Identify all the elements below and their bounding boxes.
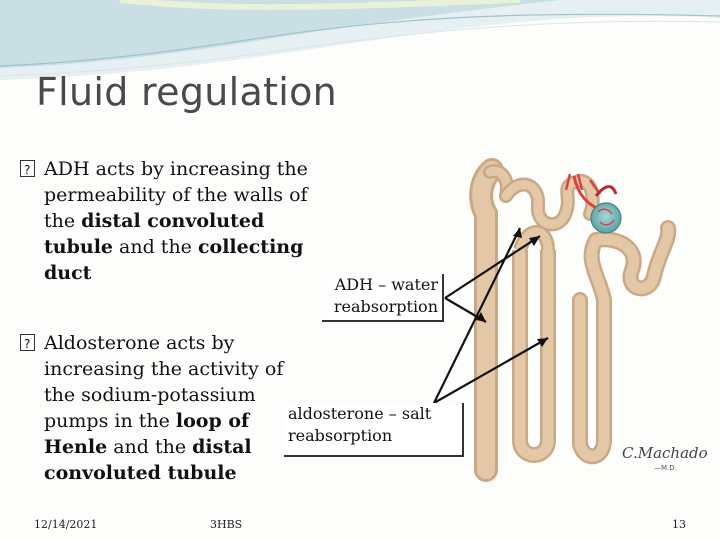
aldosterone-arrows [433, 227, 549, 404]
bullet-term-bold: distal convoluted [81, 210, 265, 232]
glomerulus [590, 202, 622, 234]
bullet-term-bold: distal [192, 436, 252, 458]
bullet-marker-icon [20, 157, 35, 183]
bullet-text: Aldosterone acts by [44, 332, 235, 354]
bullet-term-bold: loop of [175, 410, 250, 432]
slide-number: 13 [672, 518, 686, 531]
bullet-line: Aldosterone acts by [44, 330, 350, 356]
footer-center-text: 3HBS [210, 518, 243, 531]
bullet-text: pumps in the [44, 410, 176, 432]
bullet-item: ADH acts by increasing the permeability o… [20, 156, 350, 286]
bullet-line: increasing the activity of [44, 356, 350, 382]
bullet-line: Henle and the distal [44, 434, 350, 460]
bullet-item: Aldosterone acts by increasing the activi… [20, 330, 350, 486]
bullet-line: convoluted tubule [44, 460, 350, 486]
bullet-line: the sodium-potassium [44, 382, 350, 408]
bullet-list: ADH acts by increasing the permeability o… [20, 156, 350, 486]
bullet-line: duct [44, 260, 350, 286]
adh-callout-line-2: reabsorption [333, 297, 438, 316]
bullet-term-bold: Henle [44, 436, 108, 458]
aldosterone-callout-line-1: aldosterone – salt [288, 404, 432, 423]
aldosterone-callout: aldosterone – salt reabsorption [284, 403, 464, 457]
artist-signature: C.Machado [622, 444, 708, 462]
bullet-term-bold: tubule [44, 236, 113, 258]
bullet-line: the distal convoluted [44, 208, 350, 234]
bullet-line: tubule and the collecting [44, 234, 350, 260]
header-swoosh-decoration [0, 0, 720, 80]
bullet-term-bold: duct [44, 262, 92, 284]
adh-callout: ADH – water reabsorption [322, 274, 444, 322]
bullet-text: ADH acts by increasing the [44, 158, 308, 180]
bullet-text: permeability of the walls of [44, 184, 308, 206]
adh-callout-line-1: ADH – water [334, 275, 438, 294]
bullet-line: pumps in the loop of [44, 408, 350, 434]
bullet-term-bold: convoluted tubule [44, 462, 237, 484]
bullet-text: and the [113, 236, 198, 258]
bullet-text: increasing the activity of [44, 358, 284, 380]
bullet-marker-icon [20, 331, 35, 357]
slide-title: Fluid regulation [36, 70, 338, 114]
footer-date: 12/14/2021 [34, 518, 98, 531]
bullet-line: ADH acts by increasing the [44, 156, 350, 182]
bullet-text: the [44, 210, 82, 232]
bullet-text: and the [107, 436, 193, 458]
aldosterone-callout-line-2: reabsorption [288, 426, 393, 445]
bullet-term-bold: collecting [197, 236, 304, 258]
artist-signature-sub: —M.D. [654, 464, 677, 472]
bullet-line: permeability of the walls of [44, 182, 350, 208]
bullet-text: the sodium-potassium [44, 384, 256, 406]
